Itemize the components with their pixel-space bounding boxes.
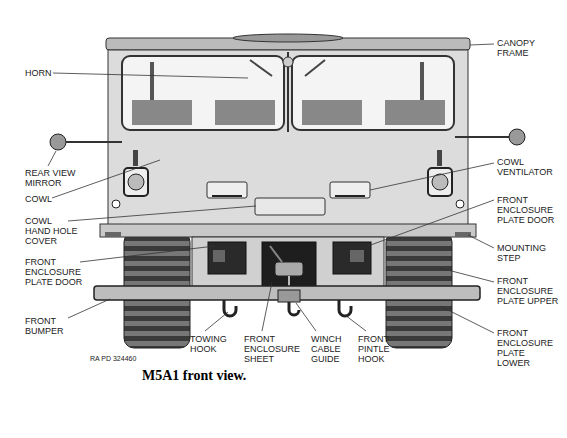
part-label: CANOPY FRAME <box>497 38 557 58</box>
part-label: COWL <box>25 194 65 204</box>
figure-number: RA PD 324460 <box>90 354 180 364</box>
part-label: HORN <box>25 68 65 78</box>
part-label: FRONT ENCLOSURE SHEET <box>244 334 300 364</box>
part-label: TOWING HOOK <box>190 334 234 354</box>
part-label: FRONT ENCLOSURE PLATE LOWER <box>497 328 559 368</box>
part-label: FRONT ENCLOSURE PLATE DOOR <box>497 195 559 225</box>
part-label: MOUNTING STEP <box>497 243 559 263</box>
part-label: COWL VENTILATOR <box>497 157 563 177</box>
leader-lines <box>48 44 494 333</box>
part-label: COWL HAND HOLE COVER <box>25 216 79 246</box>
part-label: FRONT ENCLOSURE PLATE UPPER <box>497 276 559 306</box>
part-label: FRONT BUMPER <box>25 316 73 336</box>
figure-caption: M5A1 front view. <box>142 368 246 384</box>
part-label: WINCH CABLE GUIDE <box>311 334 355 364</box>
part-label: REAR VIEW MIRROR <box>25 168 83 188</box>
part-label: FRONT PINTLE HOOK <box>358 334 402 364</box>
part-label: FRONT ENCLOSURE PLATE DOOR <box>25 257 83 287</box>
